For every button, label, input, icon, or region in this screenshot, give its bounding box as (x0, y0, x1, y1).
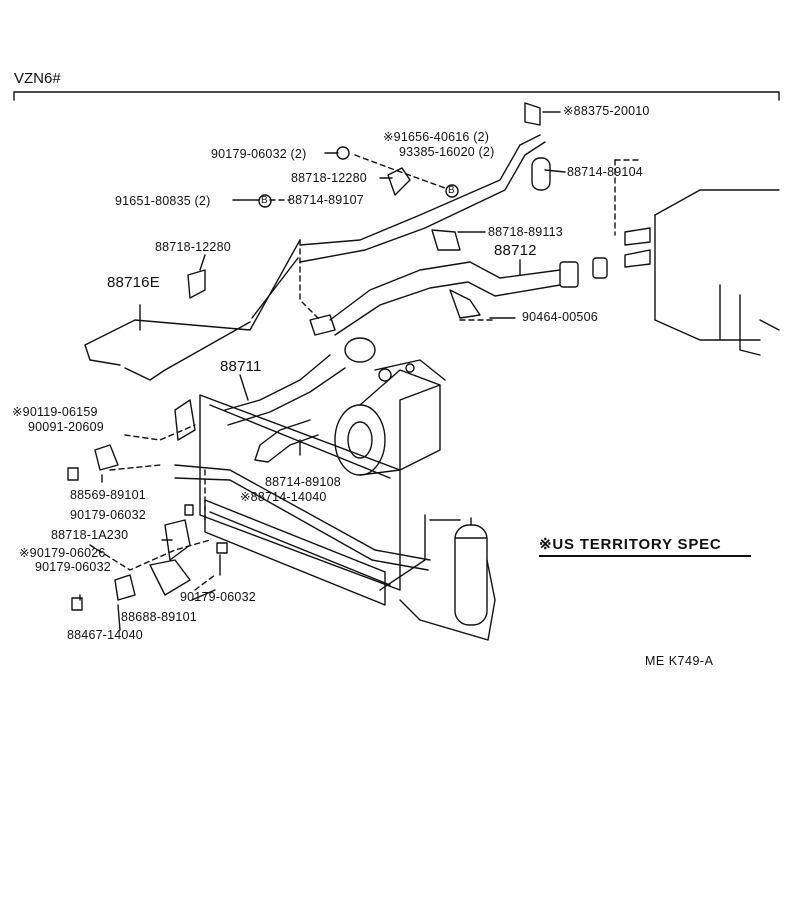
compressor (334, 359, 446, 476)
territory-note: ※US TERRITORY SPEC (539, 536, 722, 553)
part-label: 90179-06032 (2) (211, 147, 307, 161)
part-label: ※91656-40616 (2) (383, 130, 490, 144)
model-label: VZN6# (14, 70, 61, 87)
part-label: 88714-89104 (567, 165, 643, 179)
circle-b-icon: B (261, 195, 268, 206)
part-label: 88718-1A230 (51, 528, 129, 542)
part-label: ※88714-14040 (240, 490, 327, 504)
part-label: 88718-89113 (488, 225, 563, 239)
part-label: 90464-00506 (522, 310, 598, 324)
part-label: 88714-89108 (265, 475, 341, 489)
part-label: 88714-89107 (288, 193, 364, 207)
hose-88711 (224, 354, 331, 411)
receiver-dryer (379, 514, 496, 641)
part-label: 90179-06032 (35, 560, 111, 574)
hose-88712 (329, 261, 561, 321)
part-label: 88711 (220, 358, 262, 375)
tube-88716E (84, 239, 301, 381)
part-label: ※90179-06026 (19, 546, 106, 560)
condenser (204, 499, 386, 606)
part-label: 93385-16020 (2) (399, 145, 495, 159)
part-label: 91651-80835 (2) (115, 194, 211, 208)
part-label: 88467-14040 (67, 628, 143, 642)
part-label: 90179-06032 (70, 508, 146, 522)
hose-88714-89108 (254, 419, 319, 463)
part-label: ※90119-06159 (12, 405, 98, 419)
part-label: ※88375-20010 (563, 104, 650, 118)
tube-88714-89107 (299, 134, 541, 246)
part-label: 88688-89101 (121, 610, 197, 624)
part-label: 88716E (107, 274, 160, 291)
tube-88714-14040 (174, 464, 431, 561)
part-label: 90179-06032 (180, 590, 256, 604)
frame-line (13, 91, 780, 101)
evaporator (654, 189, 780, 356)
part-label: 90091-20609 (28, 420, 104, 434)
part-label: 88718-12280 (155, 240, 231, 254)
part-label: 88718-12280 (291, 171, 367, 185)
part-label: 88569-89101 (70, 488, 146, 502)
part-label: 88712 (494, 242, 537, 259)
diagram-code: ME K749-A (645, 654, 714, 668)
circle-b-icon: B (448, 185, 455, 196)
